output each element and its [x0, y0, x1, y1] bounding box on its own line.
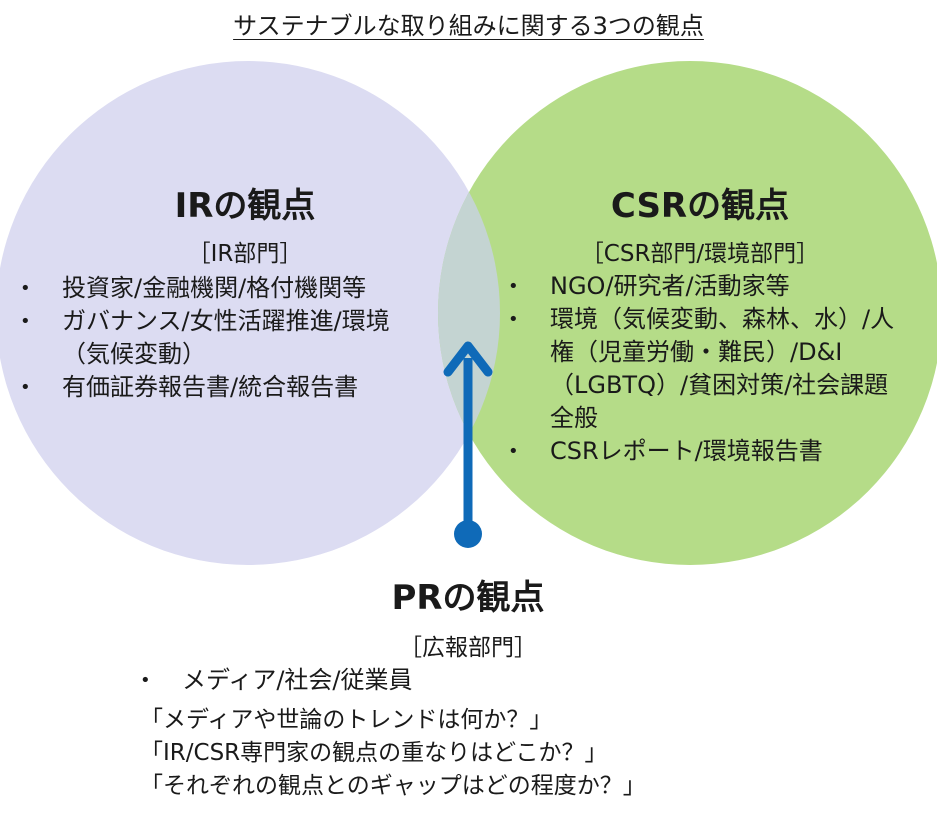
pr-item-text: メディア/社会/従業員 — [182, 666, 413, 694]
pr-arrow — [443, 341, 493, 548]
ir-item: • 投資家/金融機関/格付機関等 — [16, 272, 436, 305]
arrow-origin-dot — [454, 520, 482, 548]
ir-item-list: • 投資家/金融機関/格付機関等 • ガバナンス/女性活躍推進/環境（気候変動） •… — [16, 272, 436, 404]
pr-department: ［広報部門］ — [399, 635, 537, 661]
csr-item: • 環境（気候変動、森林、水）/人権（児童労働・難民）/D&I（LGBTQ）/貧困… — [504, 303, 904, 435]
ir-circle — [0, 61, 500, 565]
pr-item: • メディア/社会/従業員 — [136, 664, 636, 697]
diagram-title: サステナブルな取り組みに関する3つの観点 — [233, 12, 704, 40]
ir-item-text: 投資家/金融機関/格付機関等 — [62, 274, 367, 302]
bullet-icon: • — [508, 276, 519, 297]
ir-item-text: ガバナンス/女性活躍推進/環境（気候変動） — [62, 307, 390, 368]
csr-item-text: 環境（気候変動、森林、水）/人権（児童労働・難民）/D&I（LGBTQ）/貧困対… — [550, 305, 895, 432]
csr-item-text: CSRレポート/環境報告書 — [550, 437, 823, 465]
bullet-icon: • — [20, 377, 31, 398]
pr-quote: 「それぞれの観点とのギャップはどの程度か？」 — [140, 773, 646, 799]
bullet-icon: • — [508, 441, 519, 462]
ir-item-text: 有価証券報告書/統合報告書 — [62, 373, 359, 401]
bullet-icon: • — [140, 670, 151, 691]
ir-heading: IRの観点 — [174, 186, 316, 226]
pr-quote: 「IR/CSR専門家の観点の重なりはどこか？」 — [140, 740, 608, 766]
pr-quote: 「メディアや世論のトレンドは何か？」 — [140, 707, 553, 733]
csr-item-list: • NGO/研究者/活動家等 • 環境（気候変動、森林、水）/人権（児童労働・難民）… — [504, 270, 904, 468]
bullet-icon: • — [508, 309, 519, 330]
ir-department: ［IR部門］ — [187, 241, 303, 267]
csr-department: ［CSR部門/環境部門］ — [580, 241, 820, 267]
pr-item-list: • メディア/社会/従業員 — [136, 664, 636, 697]
arrow-head — [443, 341, 493, 377]
csr-item-text: NGO/研究者/活動家等 — [550, 272, 790, 300]
csr-item: • CSRレポート/環境報告書 — [504, 435, 904, 468]
csr-item: • NGO/研究者/活動家等 — [504, 270, 904, 303]
pr-heading: PRの観点 — [391, 578, 545, 618]
bullet-icon: • — [20, 311, 31, 332]
csr-circle — [438, 61, 937, 565]
csr-heading: CSRの観点 — [610, 186, 790, 226]
bullet-icon: • — [20, 278, 31, 299]
ir-item: • ガバナンス/女性活躍推進/環境（気候変動） — [16, 305, 436, 371]
ir-item: • 有価証券報告書/統合報告書 — [16, 371, 436, 404]
pr-quote-list: 「メディアや世論のトレンドは何か？」 「IR/CSR専門家の観点の重なりはどこか… — [140, 704, 646, 803]
